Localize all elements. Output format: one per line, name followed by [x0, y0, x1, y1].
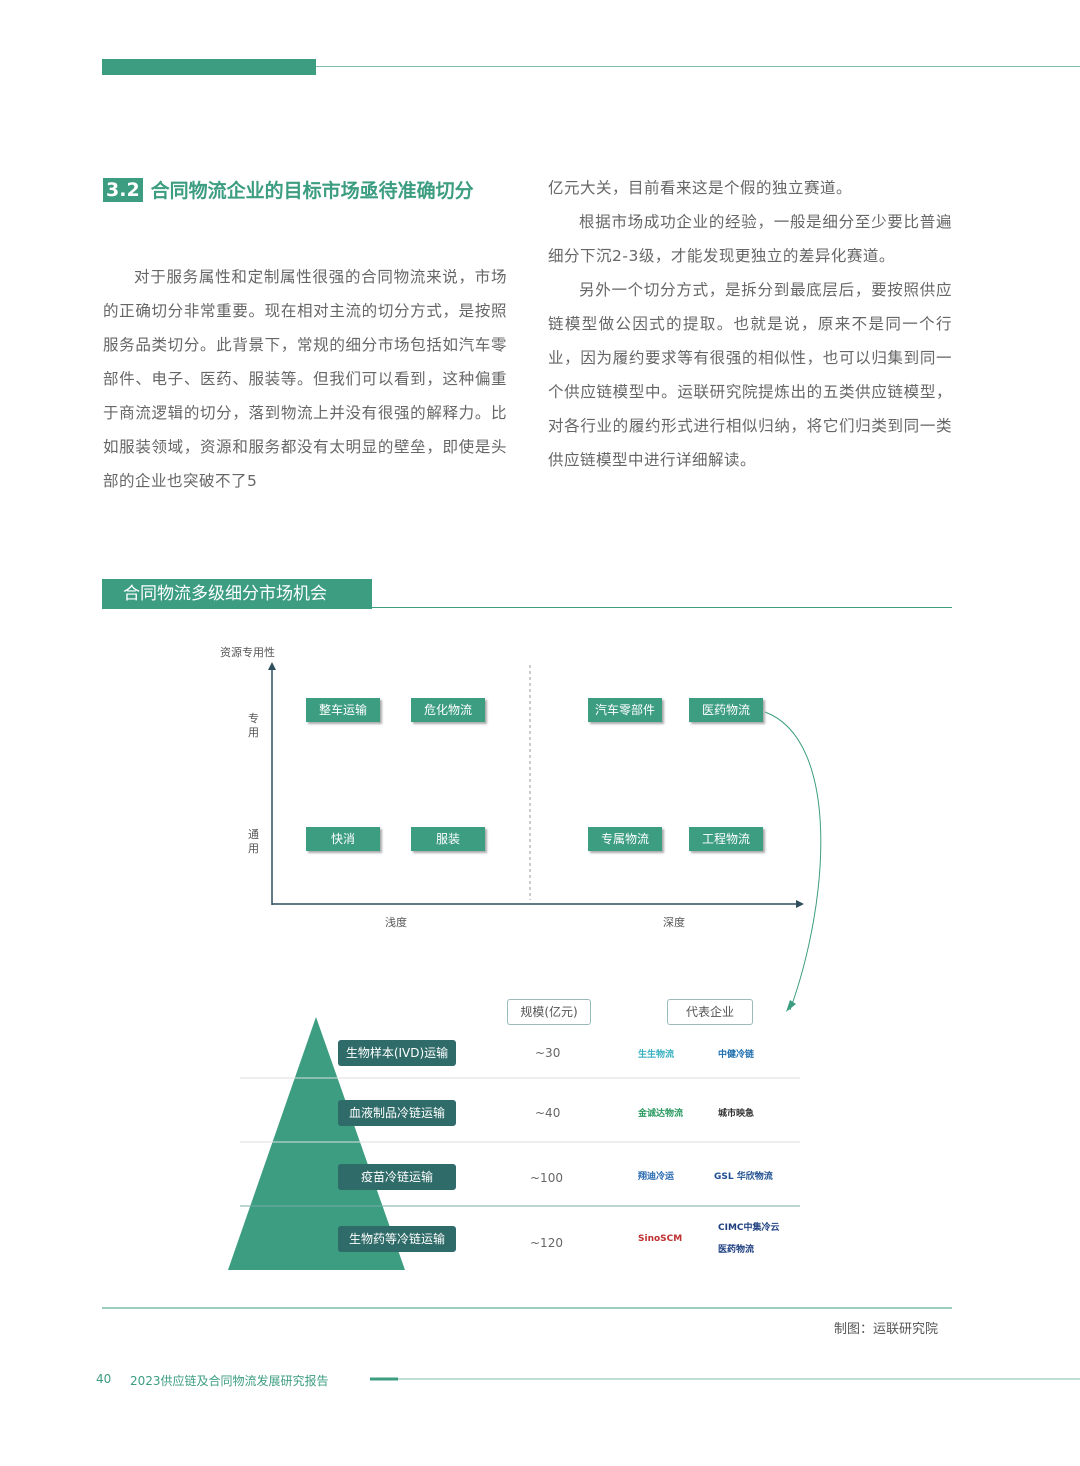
arrowhead-icon: [786, 1000, 796, 1012]
scale-value: ~30: [535, 1046, 561, 1060]
company-logo: 城市映急: [718, 1109, 755, 1119]
section-number: 3.2: [103, 177, 143, 202]
companies-header: 代表企业: [667, 999, 753, 1025]
pyramid-label: 疫苗冷链运输: [338, 1164, 456, 1190]
connector-arrow: [764, 711, 822, 1011]
scale-header: 规模(亿元): [507, 999, 591, 1025]
paragraph-continuation: 亿元大关，目前看来这是个假的独立赛道。: [548, 179, 853, 197]
company-logo: GSL 华欣物流: [714, 1172, 773, 1182]
x-right-label: 深度: [663, 916, 685, 929]
paragraph-left: 对于服务属性和定制属性很强的合同物流来说，市场的正确切分非常重要。现在相对主流的…: [103, 268, 507, 490]
segment-box: 专属物流: [588, 827, 662, 851]
segment-box: 工程物流: [689, 827, 763, 851]
company-logo: 金诚达物流: [638, 1109, 684, 1119]
y-low-label: 通用: [248, 828, 259, 855]
company-logo: 中健冷链: [718, 1050, 755, 1060]
section-heading: 3.2 合同物流企业的目标市场亟待准确切分: [103, 176, 474, 203]
paragraph: 根据市场成功企业的经验，一般是细分至少要比普遍细分下沉2-3级，才能发现更独立的…: [548, 213, 952, 265]
company-logo: 生生物流: [638, 1050, 675, 1060]
page-number: 40: [96, 1372, 112, 1386]
header-rule: [316, 66, 1080, 67]
segment-box: 快消: [306, 827, 380, 851]
figure-title: 合同物流多级细分市场机会: [102, 579, 372, 609]
section-title: 合同物流企业的目标市场亟待准确切分: [150, 180, 474, 202]
figure-credit: 制图：运联研究院: [834, 1322, 939, 1337]
segment-box: 危化物流: [411, 698, 485, 722]
report-title: 2023供应链及合同物流发展研究报告: [130, 1374, 329, 1388]
scale-value: ~100: [530, 1171, 563, 1185]
pyramid: [228, 1017, 405, 1270]
segment-box: 服装: [411, 827, 485, 851]
pyramid-label: 生物药等冷链运输: [338, 1226, 456, 1252]
segment-box: 整车运输: [306, 698, 380, 722]
company-logo: SinoSCM: [638, 1234, 683, 1244]
company-logo: CIMC中集冷云: [718, 1223, 780, 1233]
segment-box: 汽车零部件: [588, 698, 662, 722]
x-arrow-icon: [796, 900, 804, 908]
paragraph: 另外一个切分方式，是拆分到最底层后，要按照供应链模型做公因式的提取。也就是说，原…: [548, 281, 952, 469]
pyramid-label: 生物样本(IVD)运输: [338, 1040, 456, 1066]
y-axis-label: 资源专用性: [220, 646, 275, 659]
y-high-label: 专用: [248, 712, 259, 739]
figure-title-rule: [372, 607, 952, 608]
scale-value: ~40: [535, 1106, 561, 1120]
pyramid-label: 血液制品冷链运输: [338, 1100, 456, 1126]
company-logo: 翔迪冷运: [638, 1172, 675, 1182]
scale-value: ~120: [530, 1236, 563, 1250]
paragraph-right: 亿元大关，目前看来这是个假的独立赛道。 根据市场成功企业的经验，一般是细分至少要…: [548, 171, 952, 477]
segment-box: 医药物流: [689, 698, 763, 722]
x-left-label: 浅度: [385, 916, 407, 929]
company-logo: 医药物流: [718, 1245, 755, 1255]
header-bar: [102, 59, 316, 75]
y-arrow-icon: [268, 662, 276, 670]
